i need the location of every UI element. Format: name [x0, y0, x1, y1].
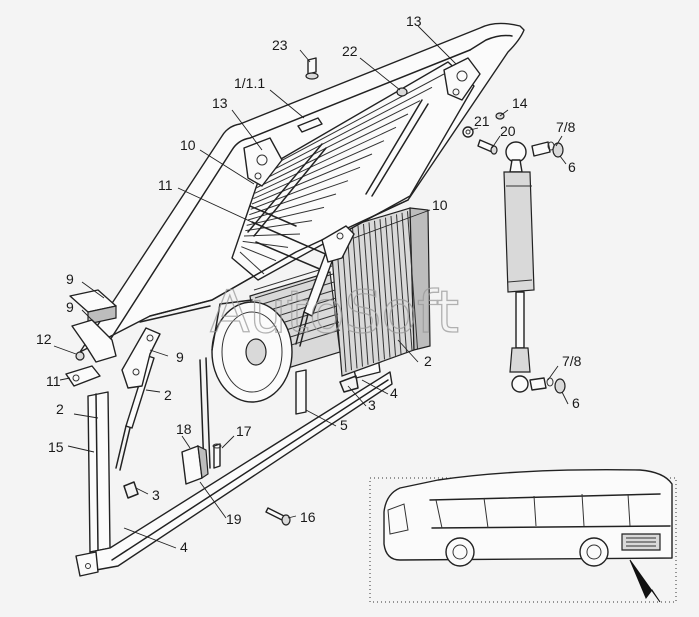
- callout-6-bottom: 6: [572, 395, 580, 411]
- callout-4-bottom: 4: [180, 539, 188, 555]
- callout-18: 18: [176, 421, 192, 437]
- callout-9-middle: 9: [66, 299, 74, 315]
- hatch-line: [249, 180, 349, 216]
- callout-12: 12: [36, 331, 52, 347]
- hatch-line: [385, 217, 396, 356]
- screw-16: [265, 507, 291, 526]
- callout-21: 21: [474, 113, 490, 129]
- callout-4-right: 4: [390, 385, 398, 401]
- hatch-line: [258, 86, 433, 178]
- callout-1-1-1: 1/1.1: [234, 75, 265, 91]
- callout-13-top: 13: [406, 13, 422, 29]
- callout-2-center: 2: [164, 387, 172, 403]
- callout-3-right: 3: [368, 397, 376, 413]
- callout-13-left: 13: [212, 95, 228, 111]
- callout-5: 5: [340, 417, 348, 433]
- hatch-line: [352, 227, 363, 367]
- hatch-line: [246, 206, 325, 226]
- leader-lines: [53, 25, 569, 549]
- bus-inset: [369, 469, 677, 603]
- callout-20: 20: [500, 123, 516, 139]
- callout-7-8-bottom: 7/8: [562, 353, 582, 369]
- hatch-line: [255, 113, 409, 189]
- hatch-line: [251, 153, 373, 205]
- callout-2-right: 2: [424, 353, 432, 369]
- hatch-line: [379, 219, 391, 358]
- gas-spring: [503, 141, 566, 394]
- callout-23: 23: [272, 37, 288, 53]
- left-bracket-parts: [65, 289, 117, 387]
- callout-19: 19: [226, 511, 242, 527]
- hatch-line: [250, 166, 361, 210]
- fan-wheel: [211, 299, 293, 403]
- callout-14: 14: [512, 95, 528, 111]
- callout-22: 22: [342, 43, 358, 59]
- callout-11-top: 11: [158, 177, 173, 193]
- hatch-line: [245, 220, 313, 232]
- callout-3-left: 3: [152, 487, 160, 503]
- hatch-line: [346, 228, 358, 369]
- hatch-line: [396, 214, 407, 353]
- callout-10-left: 10: [180, 137, 196, 153]
- hatch-line: [254, 126, 397, 194]
- mount-bracket: [181, 443, 222, 485]
- callout-7-8-top: 7/8: [556, 119, 576, 135]
- engine-hood: [79, 22, 525, 353]
- hatch-line: [374, 220, 385, 360]
- callout-6-top: 6: [568, 159, 576, 175]
- callout-2-left: 2: [56, 401, 64, 417]
- callout-9-upper: 9: [66, 271, 74, 287]
- lower-struts: [115, 251, 335, 471]
- hatch-line: [390, 215, 402, 355]
- hatch-line: [239, 251, 265, 275]
- callout-11-left: 11: [46, 373, 61, 389]
- callout-17: 17: [236, 423, 252, 439]
- hinge-brackets: [121, 225, 355, 389]
- hatch-line: [257, 100, 421, 184]
- hatch-line: [407, 211, 418, 349]
- hatch-line: [363, 223, 374, 364]
- hatch-line: [357, 225, 369, 365]
- callout-16: 16: [300, 509, 316, 525]
- hatch-line: [241, 246, 277, 262]
- callout-9-lower: 9: [176, 349, 184, 365]
- hatch-line: [368, 222, 380, 362]
- callout-labels: 23 22 13 1/1.1 13 14 21 20 7/8 6 10 11 1…: [36, 13, 582, 555]
- callout-10-right: 10: [432, 197, 448, 213]
- hatch-line: [253, 140, 385, 200]
- watermark-text: AutoSoft: [210, 278, 459, 346]
- hatch-line: [259, 73, 445, 173]
- hatch-line: [401, 212, 413, 351]
- hatch-line: [242, 240, 289, 248]
- callout-15: 15: [48, 439, 64, 455]
